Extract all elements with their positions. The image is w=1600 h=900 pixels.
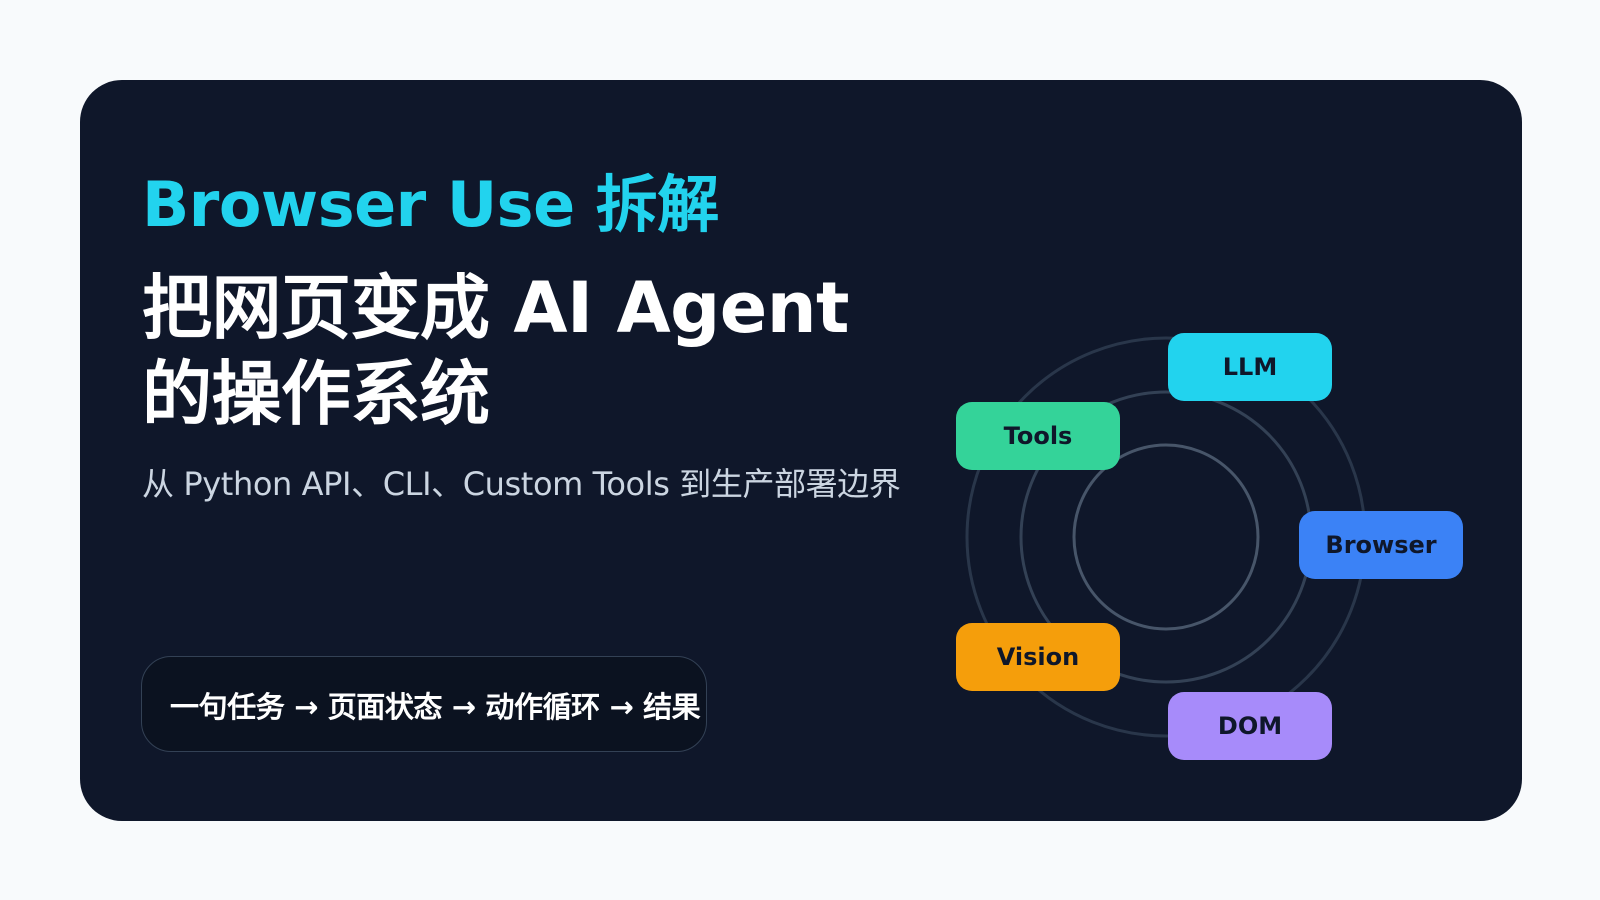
node-dom: DOM <box>1168 692 1332 760</box>
headline-line-2: 的操作系统 <box>142 353 490 435</box>
kicker-title: Browser Use 拆解 <box>142 168 719 241</box>
node-vision: Vision <box>956 623 1120 691</box>
inner-orbit-ring <box>1072 443 1260 631</box>
subtitle: 从 Python API、CLI、Custom Tools 到生产部署边界 <box>142 465 901 503</box>
node-browser: Browser <box>1299 511 1463 579</box>
headline-line-1: 把网页变成 AI Agent <box>142 267 850 349</box>
hero-card: Browser Use 拆解 把网页变成 AI Agent 的操作系统 从 Py… <box>80 80 1522 821</box>
node-llm: LLM <box>1168 333 1332 401</box>
node-tools: Tools <box>956 402 1120 470</box>
pipeline-badge: 一句任务 → 页面状态 → 动作循环 → 结果 <box>141 656 707 752</box>
pipeline-text: 一句任务 → 页面状态 → 动作循环 → 结果 <box>170 690 701 724</box>
headline: 把网页变成 AI Agent 的操作系统 <box>142 265 850 437</box>
